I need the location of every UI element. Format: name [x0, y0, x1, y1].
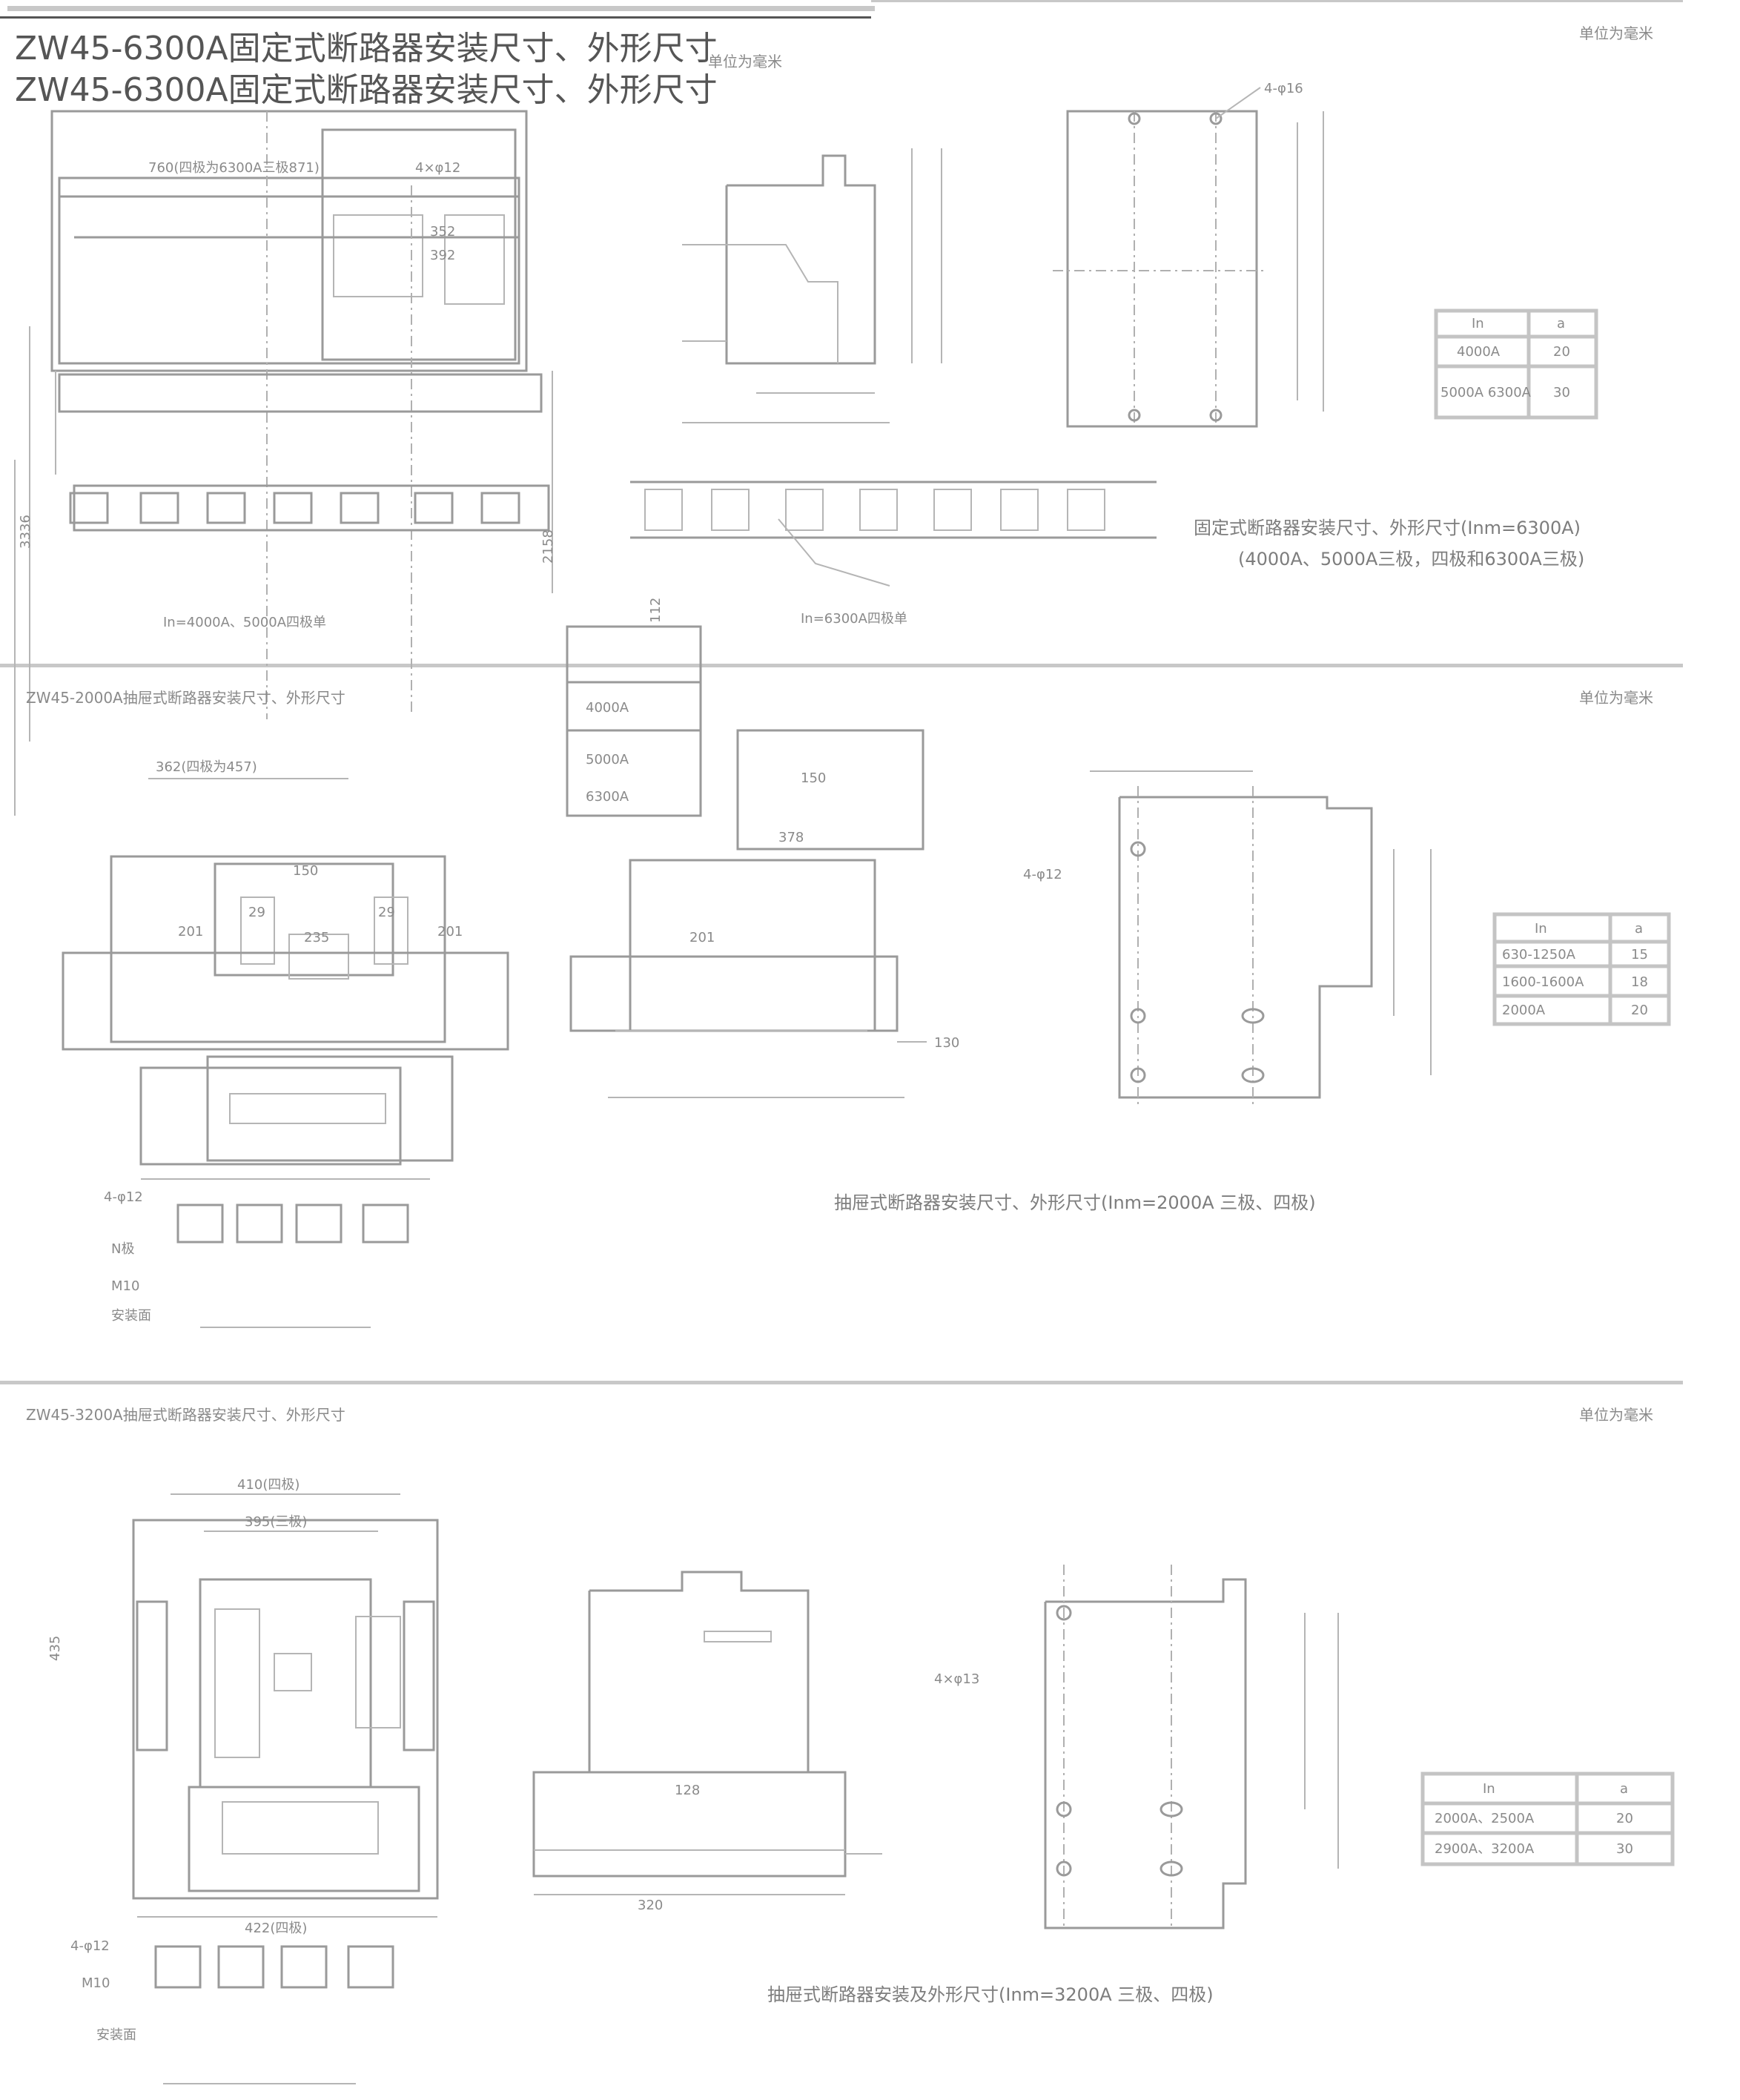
section-2-caption: 抽屉式断路器安装尺寸、外形尺寸(Inm=2000A 三极、四极) [834, 1192, 1316, 1213]
table-cell: 30 [1616, 1841, 1633, 1857]
table-cell: 630-1250A [1502, 947, 1576, 962]
top-rule-right [871, 0, 1683, 2]
top-rule-dark [0, 16, 871, 19]
dim-width: 362(四极为457) [156, 759, 257, 775]
table-cell: 1600-1600A [1502, 974, 1584, 990]
dim-128: 128 [675, 1783, 700, 1798]
note-6300: In=6300A四极单 [801, 611, 907, 627]
table-cell: 20 [1631, 1003, 1648, 1018]
section-1-mounting-plan: 4-φ16 [1053, 81, 1324, 428]
dim-2158: 2158 [540, 529, 556, 564]
section-1-side-view: 150 378 [682, 148, 942, 851]
dim-320: 320 [638, 1898, 663, 1913]
table-header: a [1620, 1781, 1628, 1797]
dim-422: 422(四极) [245, 1921, 307, 1936]
section-1-terminal-view: In=6300A四极单 [630, 481, 1157, 627]
section-3-side-view: 128 320 [532, 1571, 882, 1913]
section-2-side-view: 130 201 [569, 859, 959, 1098]
table-cell: 2000A [1502, 1003, 1546, 1018]
table-cell: 30 [1553, 385, 1570, 400]
label-mount-face: 安装面 [111, 1308, 151, 1324]
dim-378: 378 [778, 830, 804, 845]
top-rule [7, 6, 875, 11]
table-header: In [1535, 921, 1547, 937]
dim-150: 150 [293, 863, 318, 879]
table-header: a [1635, 921, 1643, 937]
dim-hole: 4-φ12 [70, 1938, 110, 1954]
dim-201: 201 [178, 924, 203, 940]
section-1-rating-table-box: 4000A 5000A 6300A 112 [566, 598, 702, 817]
section-1-unit: 单位为毫米 [1579, 24, 1653, 42]
dim-holes: 4×φ12 [415, 160, 460, 176]
section-3-title: ZW45-3200A抽屉式断路器安装尺寸、外形尺寸 [26, 1406, 345, 1424]
table-header: In [1472, 316, 1484, 331]
section-1-title-overlay: ZW45-6300A固定式断路器安装尺寸、外形尺寸 [15, 71, 718, 109]
section-1-caption: 固定式断路器安装尺寸、外形尺寸(Inm=6300A) [1194, 518, 1581, 538]
dim-435: 435 [47, 1636, 63, 1661]
table-header: a [1557, 316, 1565, 331]
label-m10: M10 [82, 1975, 110, 1991]
rating-5000: 5000A [586, 752, 629, 767]
table-header: In [1483, 1781, 1495, 1797]
label-m10: M10 [111, 1278, 139, 1294]
section-3-terminal-view: 4-φ12 M10 安装面 [70, 1938, 394, 2084]
rating-6300: 6300A [586, 789, 629, 805]
dim-150: 150 [801, 770, 826, 786]
dim-395: 395(三极) [245, 1514, 307, 1530]
dim-201: 201 [437, 924, 463, 940]
section-3-caption: 抽屉式断路器安装及外形尺寸(Inm=3200A 三极、四极) [767, 1984, 1214, 2005]
section-3-mounting-plan: 4×φ13 [934, 1565, 1339, 1929]
dim-201: 201 [689, 930, 715, 945]
section-3-table: In a 2000A、2500A 20 2900A、3200A 30 [1420, 1772, 1675, 1866]
section-1-table: In a 4000A 20 5000A 6300A 30 [1434, 308, 1598, 420]
dim-3336: 3336 [18, 515, 33, 549]
section-divider-2 [0, 1381, 1683, 1384]
section-1-unit-overlay: 单位为毫米 [708, 53, 782, 70]
table-cell: 2000A、2500A [1435, 1811, 1535, 1826]
dim-hole: 4-φ16 [1264, 81, 1303, 96]
section-2-title: ZW45-2000A抽屉式断路器安装尺寸、外形尺寸 [26, 689, 345, 707]
label-mount-face: 安装面 [96, 2027, 136, 2043]
dim-width: 760(四极为6300A三极871) [148, 160, 320, 176]
dim-hole: 4×φ13 [934, 1671, 979, 1687]
dim-130: 130 [934, 1035, 959, 1051]
dim-235: 235 [304, 930, 329, 945]
dim-hole: 4-φ12 [104, 1189, 143, 1205]
section-3-unit: 单位为毫米 [1579, 1406, 1653, 1424]
table-cell: 5000A 6300A [1440, 385, 1532, 400]
table-cell: 4000A [1457, 344, 1501, 360]
section-3-front-view: 410(四极) 395(三极) 435 422(四极) [47, 1477, 439, 1936]
label-n-pole: N极 [111, 1241, 134, 1257]
table-cell: 20 [1616, 1811, 1633, 1826]
section-2-front-view: 150 235 201 201 29 29 362(四极为457) [62, 759, 509, 1180]
table-cell: 18 [1631, 974, 1648, 990]
section-2-table: In a 630-1250A 15 1600-1600A 18 2000A 20 [1492, 912, 1671, 1026]
section-1-front-view: 760(四极为6300A三极871) 4×φ12 352 392 3336 21… [14, 110, 556, 816]
table-cell: 20 [1553, 344, 1570, 360]
dim-112: 112 [648, 598, 664, 623]
section-1-title: ZW45-6300A固定式断路器安装尺寸、外形尺寸 [15, 30, 718, 67]
section-divider-1 [0, 664, 1683, 667]
section-1-caption-2: (4000A、5000A三极，四极和6300A三极) [1238, 549, 1584, 569]
note-4000-5000: In=4000A、5000A四极单 [163, 615, 326, 630]
section-2-unit: 单位为毫米 [1579, 689, 1653, 707]
rating-4000: 4000A [586, 700, 629, 716]
dim-29: 29 [378, 905, 395, 920]
section-2-mounting-plan: 4-φ12 [1023, 770, 1432, 1105]
dim-410: 410(四极) [237, 1477, 300, 1493]
table-cell: 15 [1631, 947, 1648, 962]
dim-hole: 4-φ12 [1023, 867, 1062, 882]
section-2-terminal-view: 4-φ12 N极 M10 安装面 [104, 1189, 409, 1328]
dim-392: 392 [430, 248, 455, 263]
table-cell: 2900A、3200A [1435, 1841, 1535, 1857]
dim-352: 352 [430, 224, 455, 240]
dim-29: 29 [248, 905, 265, 920]
